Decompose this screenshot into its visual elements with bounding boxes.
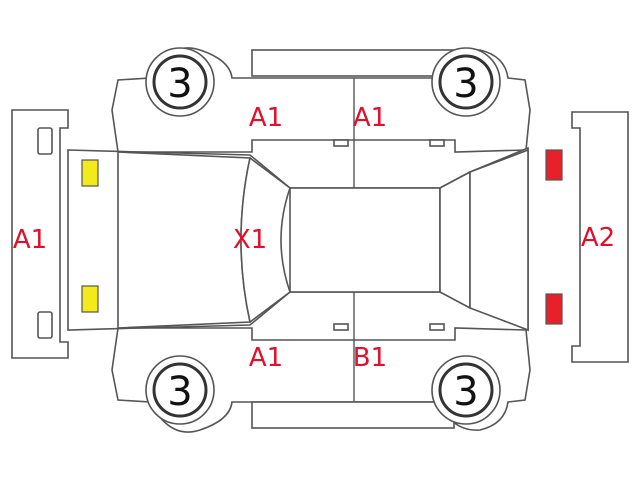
wheel-rear-bottom: 3 xyxy=(431,355,501,425)
left-rear-door-code: A1 xyxy=(353,103,387,133)
right-rear-door-code: B1 xyxy=(353,343,387,373)
wheel-front-bottom-label: 3 xyxy=(167,369,192,415)
rear-lamp-upper xyxy=(545,149,563,181)
right-side-panel xyxy=(111,323,531,433)
wheel-front-bottom: 3 xyxy=(145,355,215,425)
front-bumper xyxy=(11,109,69,359)
left-front-door-code: A1 xyxy=(249,103,283,133)
rear-bumper-code: A2 xyxy=(581,223,615,253)
wheel-rear-top-label: 3 xyxy=(453,61,478,107)
wheel-front-top-label: 3 xyxy=(167,61,192,107)
front-bumper-code: A1 xyxy=(13,225,47,255)
rear-lamp-lower xyxy=(545,293,563,325)
wheel-front-top: 3 xyxy=(145,47,215,117)
right-front-door-code: A1 xyxy=(249,343,283,373)
rear-bumper xyxy=(571,111,629,363)
wheel-rear-bottom-label: 3 xyxy=(453,369,478,415)
vehicle-body xyxy=(67,146,529,332)
front-lamp-upper xyxy=(81,159,99,187)
roof-code: X1 xyxy=(233,225,267,255)
front-lamp-lower xyxy=(81,285,99,313)
wheel-rear-top: 3 xyxy=(431,47,501,117)
